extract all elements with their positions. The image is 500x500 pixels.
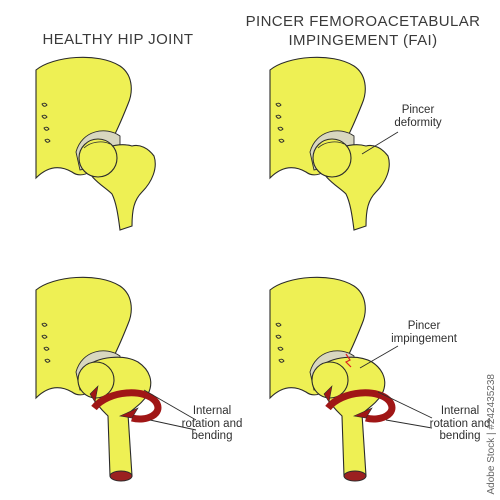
healthy-hip-top	[35, 56, 156, 231]
healthy-hip-bottom	[35, 276, 162, 482]
impingement-spark	[344, 353, 352, 368]
label-pincer-impingement: Pincer impingement	[391, 320, 457, 345]
pointer-impingement	[359, 345, 399, 369]
pointer-rotation-left	[143, 389, 197, 421]
label-pincer-deformity: Pincer deformity	[394, 104, 442, 129]
pointer-rotation-right	[377, 391, 433, 419]
pointer-deformity	[361, 131, 399, 155]
title-pincer-fai: PINCER FEMOROACETABULAR IMPINGEMENT (FAI…	[245, 13, 481, 49]
stock-id: Adobe Stock | #242435238	[486, 373, 497, 494]
label-internal-rotation-left: Internal rotation and bending	[181, 405, 243, 442]
label-internal-rotation-right: Internal rotation and bending	[429, 405, 491, 442]
pincer-hip-bottom	[269, 276, 396, 482]
title-healthy: HEALTHY HIP JOINT	[42, 31, 194, 48]
pincer-hip-top	[269, 56, 390, 231]
